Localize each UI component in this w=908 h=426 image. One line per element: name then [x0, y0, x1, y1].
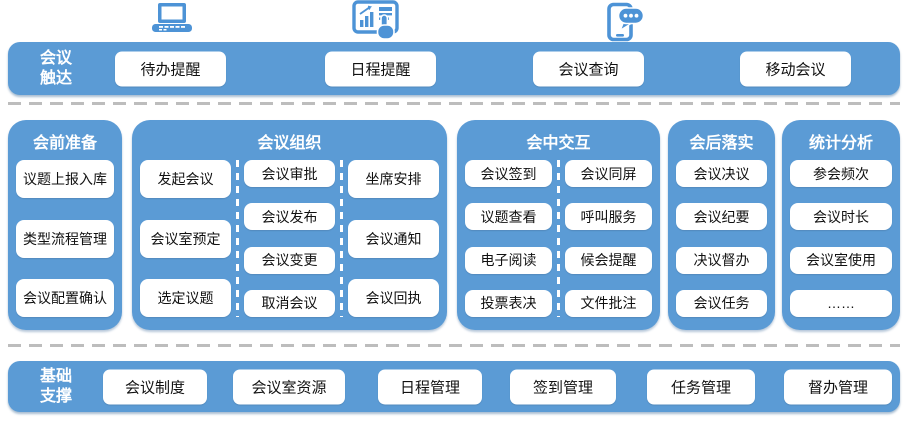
meeting-reach-band: 会议 触达 待办提醒 日程提醒 会议查询 移动会议	[8, 42, 900, 95]
feature-item: 议题查看	[465, 203, 552, 231]
feature-item: 会议同屏	[565, 160, 652, 187]
phone-chat-icon	[607, 2, 645, 42]
feature-item: 选定议题	[140, 279, 231, 317]
feature-item: 会议任务	[676, 289, 767, 317]
feature-item: 呼叫服务	[565, 203, 652, 231]
column-title: 统计分析	[808, 135, 873, 152]
feature-item: 会议配置确认	[16, 279, 114, 317]
laptop-icon	[152, 3, 192, 32]
dashed-divider	[340, 160, 343, 317]
feature-pill-meeting-query: 会议查询	[533, 51, 644, 86]
foundation-support-band: 基础 支撑 会议制度 会议室资源 日程管理 签到管理 任务管理 督办管理	[8, 361, 900, 412]
feature-item: 候会提醒	[565, 246, 652, 274]
feature-item: 类型流程管理	[16, 219, 114, 258]
feature-item: 会议发布	[244, 203, 335, 231]
feature-item: 会议室预定	[140, 219, 231, 258]
foundation-pill-checkin-mgmt: 签到管理	[510, 369, 616, 404]
feature-item: ……	[790, 289, 892, 317]
dashed-divider	[557, 160, 560, 317]
phase-column-pre-meeting: 会前准备 议题上报入库 类型流程管理 会议配置确认	[8, 120, 122, 330]
foundation-pill-task-mgmt: 任务管理	[647, 369, 755, 404]
feature-item: 会议室使用	[790, 246, 892, 274]
dashed-divider	[236, 160, 239, 317]
phase-column-organization: 会议组织 发起会议 会议室预定 选定议题 会议审批 会议发布 会议变更 取消会议…	[132, 120, 447, 330]
phase-column-statistics: 统计分析 参会频次 会议时长 会议室使用 ……	[782, 120, 900, 330]
tablet-chart-touch-icon	[352, 0, 399, 40]
phase-column-post-meeting: 会后落实 会议决议 会议纪要 决议督办 会议任务	[668, 120, 775, 330]
feature-item: 会议变更	[244, 246, 335, 274]
feature-pill-mobile-meeting: 移动会议	[740, 51, 851, 86]
feature-item: 参会频次	[790, 160, 892, 187]
feature-item: 会议决议	[676, 160, 767, 187]
feature-item: 会议审批	[244, 160, 335, 187]
foundation-pill-schedule-mgmt: 日程管理	[378, 369, 482, 404]
feature-item: 决议督办	[676, 246, 767, 274]
feature-item: 会议签到	[465, 160, 552, 187]
feature-pill-schedule-reminder: 日程提醒	[325, 51, 436, 86]
feature-item: 文件批注	[565, 289, 652, 317]
column-title: 会前准备	[32, 135, 97, 152]
feature-item: 会议时长	[790, 203, 892, 231]
feature-pill-todo-reminder: 待办提醒	[115, 51, 226, 86]
foundation-pill-room-resources: 会议室资源	[233, 369, 345, 404]
foundation-pill-supervision-mgmt: 督办管理	[784, 369, 892, 404]
foundation-support-label: 基础 支撑	[39, 367, 72, 405]
feature-item: 会议通知	[348, 219, 439, 258]
column-title: 会议组织	[257, 135, 322, 152]
feature-item: 会议回执	[348, 279, 439, 317]
phase-column-in-meeting: 会中交互 会议签到 议题查看 电子阅读 投票表决 会议同屏 呼叫服务 候会提醒 …	[457, 120, 660, 330]
feature-item: 电子阅读	[465, 246, 552, 274]
feature-item: 会议纪要	[676, 203, 767, 231]
meeting-reach-label: 会议 触达	[39, 49, 72, 87]
dashed-separator-top	[8, 102, 900, 105]
foundation-pill-meeting-rules: 会议制度	[103, 369, 207, 404]
dashed-separator-bottom	[8, 344, 900, 347]
feature-item: 取消会议	[244, 289, 335, 317]
feature-item: 坐席安排	[348, 160, 439, 198]
feature-item: 投票表决	[465, 289, 552, 317]
feature-item: 议题上报入库	[16, 160, 114, 198]
feature-item: 发起会议	[140, 160, 231, 198]
column-title: 会中交互	[526, 135, 591, 152]
column-title: 会后落实	[689, 135, 754, 152]
